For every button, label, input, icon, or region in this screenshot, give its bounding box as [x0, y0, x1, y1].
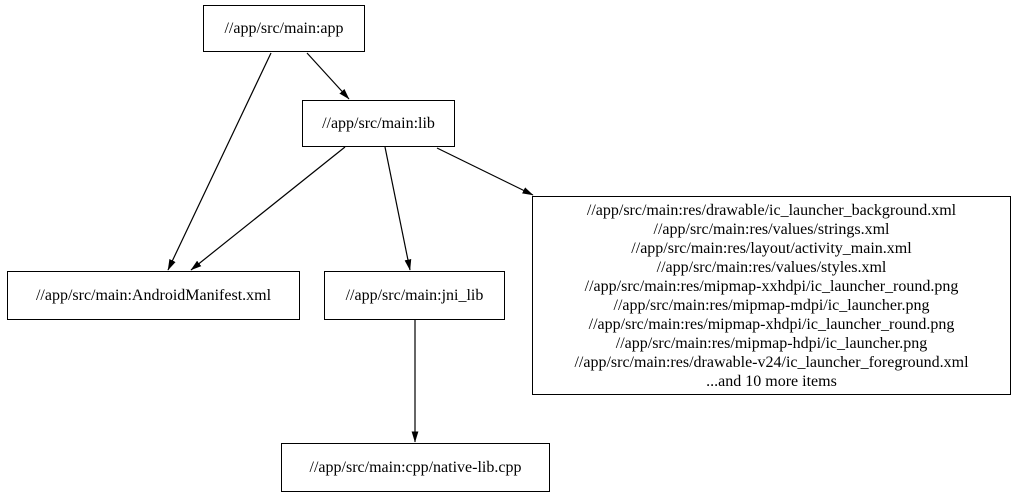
resource-item: //app/src/main:res/layout/activity_main.… [631, 239, 912, 257]
edge-lib-to-manifest [190, 146, 346, 271]
resource-item: //app/src/main:res/mipmap-hdpi/ic_launch… [615, 334, 928, 352]
node-app-label: //app/src/main:app [224, 19, 344, 37]
node-android-manifest-label: //app/src/main:AndroidManifest.xml [35, 286, 272, 304]
resource-item: //app/src/main:res/drawable/ic_launcher_… [586, 201, 957, 219]
edge-lib-to-jni-lib [384, 146, 412, 271]
resource-more-items: ...and 10 more items [706, 372, 837, 390]
resource-item: //app/src/main:res/values/styles.xml [656, 258, 887, 276]
resource-item: //app/src/main:res/mipmap-mdpi/ic_launch… [613, 296, 930, 314]
node-jni-lib-label: //app/src/main:jni_lib [345, 286, 484, 304]
resource-item: //app/src/main:res/mipmap-xxhdpi/ic_laun… [584, 277, 959, 295]
edge-app-to-manifest [167, 52, 272, 271]
node-android-manifest: //app/src/main:AndroidManifest.xml [7, 271, 300, 320]
node-app-target: //app/src/main:app [203, 5, 365, 52]
node-lib-target: //app/src/main:lib [302, 100, 455, 147]
resource-item: //app/src/main:res/drawable-v24/ic_launc… [574, 353, 969, 371]
edge-app-to-lib [306, 52, 350, 100]
node-native-lib-cpp: //app/src/main:cpp/native-lib.cpp [281, 443, 550, 492]
resource-item: //app/src/main:res/mipmap-xhdpi/ic_launc… [588, 315, 955, 333]
node-native-lib-cpp-label: //app/src/main:cpp/native-lib.cpp [309, 458, 522, 476]
edge-lib-to-resources [436, 147, 534, 196]
node-resources-group: //app/src/main:res/drawable/ic_launcher_… [532, 196, 1011, 395]
node-jni-lib: //app/src/main:jni_lib [324, 271, 505, 320]
resource-item: //app/src/main:res/values/strings.xml [653, 220, 890, 238]
node-lib-label: //app/src/main:lib [322, 114, 435, 132]
